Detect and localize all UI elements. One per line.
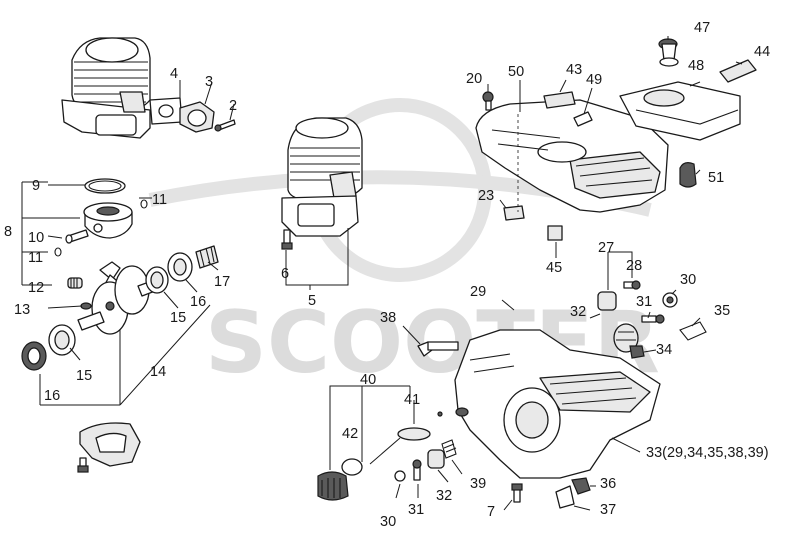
bolt-6 (281, 229, 293, 250)
screw-2 (214, 119, 236, 132)
callout-31a: 31 (636, 294, 652, 310)
callout-4: 4 (170, 66, 178, 82)
pickup-filter-41 (369, 427, 431, 465)
grommet-51 (679, 162, 697, 188)
leader-lines (21, 36, 743, 511)
piston (83, 202, 133, 239)
callout-9: 9 (32, 178, 40, 194)
callout-15a: 15 (170, 310, 186, 326)
screw-7 (511, 483, 523, 503)
callout-labels: 2 3 4 5 6 7 8 9 10 11 11 12 13 14 15 15 … (4, 20, 770, 530)
callout-43: 43 (566, 62, 582, 78)
clip-49 (573, 111, 593, 127)
fuel-cap (317, 471, 349, 501)
cylinder-center (281, 117, 363, 237)
callout-45: 45 (546, 260, 562, 276)
nut-34 (629, 345, 645, 359)
screw-20 (482, 91, 494, 111)
callout-10: 10 (28, 230, 44, 246)
callout-16b: 16 (44, 388, 60, 404)
key-13 (80, 302, 92, 310)
callout-5: 5 (308, 293, 316, 309)
circlip-11b (54, 247, 62, 257)
screw-31b (412, 459, 422, 481)
bracket-37 (555, 485, 575, 509)
callout-16a: 16 (190, 294, 206, 310)
callout-15b: 15 (76, 368, 92, 384)
sticker-23 (503, 205, 525, 221)
top-cover (475, 99, 669, 213)
callout-17: 17 (214, 274, 230, 290)
crankcase-body (437, 329, 661, 479)
needle-bearing (67, 277, 83, 289)
callout-50: 50 (508, 64, 524, 80)
clip-36 (571, 477, 591, 495)
callout-6: 6 (281, 266, 289, 282)
callout-48: 48 (688, 58, 704, 74)
callout-40: 40 (360, 372, 376, 388)
callout-13: 13 (14, 302, 30, 318)
callout-32b: 32 (436, 488, 452, 504)
callout-41: 41 (404, 392, 420, 408)
callout-2: 2 (229, 98, 237, 114)
washer-30b (394, 470, 406, 482)
damper-32b (613, 323, 639, 353)
callout-3: 3 (205, 74, 213, 90)
callout-44: 44 (754, 44, 770, 60)
cylinder-upper-left (61, 37, 151, 139)
sticker-43 (543, 91, 576, 109)
knob-47 (658, 38, 679, 67)
callout-27: 27 (598, 240, 614, 256)
sticker-44 (719, 59, 757, 83)
piston-ring (84, 178, 126, 194)
callout-29: 29 (470, 284, 486, 300)
bearing-left-inner (48, 324, 76, 356)
callout-28: 28 (626, 258, 642, 274)
air-filter-cover (619, 81, 741, 141)
callout-33: 33(29,34,35,38,39) (646, 445, 769, 461)
callout-30a: 30 (680, 272, 696, 288)
seal-right (195, 245, 219, 269)
washer-30 (662, 292, 678, 308)
crankcase-lower-bracket (77, 422, 141, 473)
bearing-right-inner (145, 266, 169, 294)
screw-31 (641, 314, 665, 324)
callout-11a: 11 (152, 192, 167, 208)
crankshaft (77, 261, 164, 335)
callout-8: 8 (4, 224, 12, 240)
sticker-45 (547, 225, 563, 241)
oring-42 (341, 458, 363, 476)
callout-23: 23 (478, 188, 494, 204)
callout-35: 35 (714, 303, 730, 319)
callout-37: 37 (600, 502, 616, 518)
seal-left (21, 341, 47, 371)
damper-32c (427, 449, 445, 469)
callout-49: 49 (586, 72, 602, 88)
callout-32a: 32 (570, 304, 586, 320)
intake-manifold (179, 101, 215, 133)
callout-47: 47 (694, 20, 710, 36)
callout-36: 36 (600, 476, 616, 492)
callout-34: 34 (656, 342, 672, 358)
callout-51: 51 (708, 170, 724, 186)
callout-7: 7 (487, 504, 495, 520)
callout-39: 39 (470, 476, 486, 492)
callout-14: 14 (150, 364, 166, 380)
callout-30b: 30 (380, 514, 396, 530)
spring-39 (441, 439, 457, 459)
intake-gasket (149, 97, 183, 125)
bearing-right (167, 252, 193, 282)
callout-20: 20 (466, 71, 482, 87)
callout-31b: 31 (408, 502, 424, 518)
pin-38 (417, 341, 459, 357)
damper-32a (597, 291, 617, 311)
callout-12: 12 (28, 280, 44, 296)
circlip-11 (140, 199, 148, 209)
callout-11b: 11 (28, 250, 43, 266)
piston-pin (65, 229, 89, 244)
screw-28 (623, 280, 641, 290)
callout-42: 42 (342, 426, 358, 442)
callout-38: 38 (380, 310, 396, 326)
